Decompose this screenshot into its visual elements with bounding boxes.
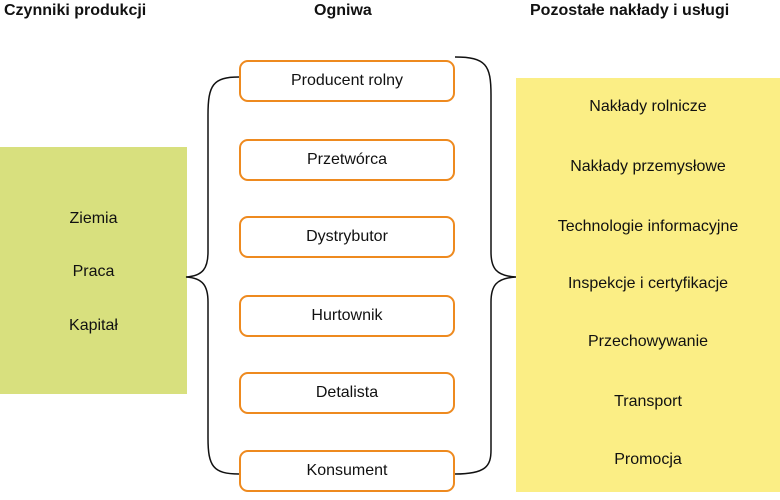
chain-label: Detalista <box>315 384 379 401</box>
chain-label: Producent rolny <box>290 72 404 89</box>
services-panel: Nakłady rolnicze Nakłady przemysłowe Tec… <box>516 78 780 492</box>
chain-box-retailer: Detalista <box>239 372 455 414</box>
chain-box-processor: Przetwórca <box>239 139 455 181</box>
chain-label: Przetwórca <box>306 151 388 168</box>
chain-box-farmer: Producent rolny <box>239 60 455 102</box>
service-item-transport: Transport <box>614 393 682 410</box>
service-item-promotion: Promocja <box>614 451 682 468</box>
service-item-agri-inputs: Nakłady rolnicze <box>589 98 707 115</box>
service-item-storage: Przechowywanie <box>587 333 709 350</box>
factors-panel: Ziemia Praca Kapitał <box>0 147 187 394</box>
chain-box-distributor: Dystrybutor <box>239 216 455 258</box>
service-item-it: Technologie informacyjne <box>557 218 739 235</box>
factor-item-labour: Praca <box>72 263 115 280</box>
service-item-industrial-inputs: Nakłady przemysłowe <box>570 158 726 175</box>
factor-item-capital: Kapitał <box>69 317 118 334</box>
factors-heading: Czynniki produkcji <box>4 2 147 19</box>
factor-item-land: Ziemia <box>69 210 118 227</box>
links-heading: Ogniwa <box>314 2 372 19</box>
service-item-inspection: Inspekcje i certyfikacje <box>567 275 729 292</box>
chain-label: Konsument <box>306 462 388 479</box>
chain-box-consumer: Konsument <box>239 450 455 492</box>
right-brace <box>454 56 517 475</box>
chain-label: Hurtownik <box>311 307 383 324</box>
chain-label: Dystrybutor <box>306 228 388 245</box>
chain-box-wholesaler: Hurtownik <box>239 295 455 337</box>
left-brace <box>185 76 240 475</box>
services-heading: Pozostałe nakłady i usługi <box>530 2 730 19</box>
